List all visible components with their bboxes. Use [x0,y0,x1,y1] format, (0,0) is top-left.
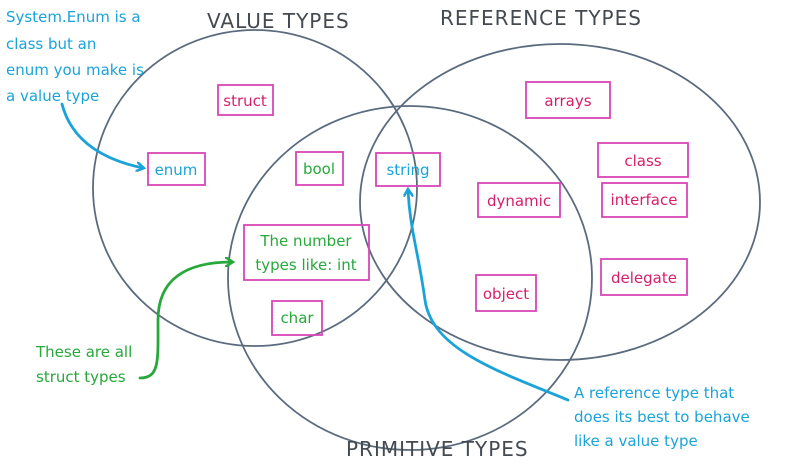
primitive-types-circle [227,105,593,451]
reference-types-circle [359,43,761,361]
string-note: A reference type that does its best to b… [574,384,750,450]
number-types-box: The number types like: int [243,224,370,281]
struct-note-line1: These are all [35,343,132,361]
interface-box: interface [601,182,688,218]
string-note-line1: A reference type that [574,384,734,402]
enum-note: System.Enum is a class but an enum you m… [6,8,144,105]
number-types-line1: The number [259,232,352,250]
delegate-box: delegate [600,258,688,296]
char-box: char [271,300,323,336]
string-note-line3: like a value type [574,432,698,450]
interface-label: interface [611,191,678,209]
dynamic-box: dynamic [477,182,561,218]
class-box: class [597,142,689,178]
struct-note-line2: struct types [36,368,126,386]
string-arrow [408,190,570,402]
object-box: object [475,274,537,312]
string-note-line2: does its best to behave [574,408,750,426]
enum-note-line2: class but an [6,35,96,53]
enum-box: enum [147,152,206,186]
string-box: string [375,152,441,187]
struct-arrow [138,262,232,380]
string-label: string [386,161,429,179]
delegate-label: delegate [611,269,677,287]
bool-label: bool [303,160,335,178]
dynamic-label: dynamic [487,192,551,210]
bool-box: bool [295,151,344,186]
arrays-box: arrays [525,81,611,119]
reference-types-title: REFERENCE TYPES [440,6,642,30]
enum-note-line1: System.Enum is a [6,8,141,26]
char-label: char [280,309,314,327]
struct-label: struct [223,92,267,110]
primitive-types-title: PRIMITIVE TYPES [346,437,529,461]
value-types-circle [92,29,418,347]
struct-note: These are all struct types [35,343,132,386]
number-types-line2: types like: int [255,256,356,274]
enum-note-line3: enum you make is [6,61,144,79]
arrays-label: arrays [544,92,591,110]
struct-box: struct [217,84,274,116]
value-types-title: VALUE TYPES [207,9,350,33]
enum-note-line4: a value type [6,87,99,105]
enum-arrow [60,102,143,168]
enum-label: enum [155,161,198,179]
object-label: object [483,285,529,303]
class-label: class [624,152,661,170]
